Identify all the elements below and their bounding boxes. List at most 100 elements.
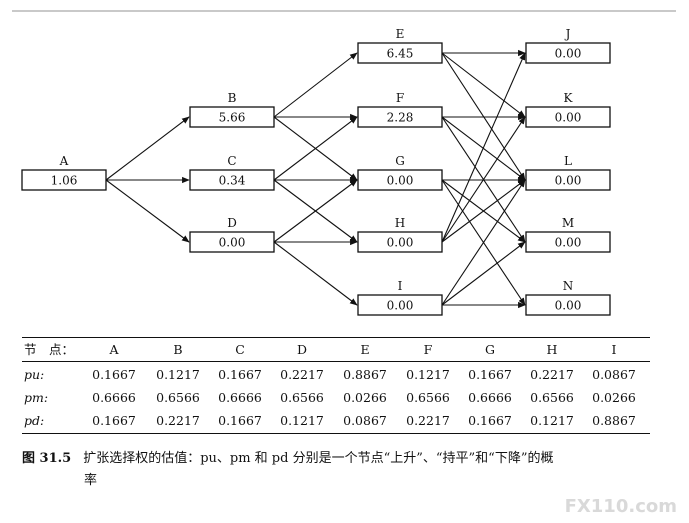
table-bottom-rule [22,433,650,434]
table-cell: 0.0867 [592,367,636,382]
edge-h-l [441,179,526,243]
node-box [525,169,611,191]
column-header-i: I [611,342,617,357]
table-cell: 0.6566 [530,390,574,405]
figure-number: 图 31.5 [22,451,72,466]
edge-a-d [105,179,190,243]
node-value: 0.00 [219,236,246,250]
node-label: D [227,216,237,230]
node-box [357,106,443,128]
node-label: C [227,154,236,168]
column-header-c: C [235,342,245,357]
table-cell: 0.1667 [218,367,262,382]
node-label: A [59,154,69,168]
caption-continuation: 率 [84,473,98,488]
table-cell: 0.6666 [92,390,136,405]
node-box [357,231,443,253]
edge-a-b [105,116,190,181]
edge-h-j [441,52,526,243]
node-label: F [396,91,404,105]
node-box [189,231,275,253]
table-cell: 0.6666 [468,390,512,405]
table-cell: 0.0867 [343,413,387,428]
column-header-h: H [546,342,558,357]
column-header-f: F [423,342,433,357]
column-header-b: B [173,342,183,357]
node-e: E6.45 [357,27,443,64]
node-n: N0.00 [525,279,611,316]
node-box [189,169,275,191]
table-cell: 0.2217 [280,367,324,382]
table-cell: 0.8867 [343,367,387,382]
node-value: 0.00 [387,174,414,188]
node-label: J [564,27,571,41]
node-h: H0.00 [357,216,443,253]
edge-i-l [441,179,526,306]
node-d: D 0.00 [189,216,275,253]
node-label: G [395,154,405,168]
edge-e-k [441,52,526,118]
node-value: 0.00 [387,236,414,250]
node-box [357,294,443,316]
node-value: 6.45 [387,47,414,61]
node-value: 0.00 [555,47,582,61]
node-label: N [563,279,574,293]
table-cell: 0.1217 [530,413,574,428]
column-header-e: E [360,342,370,357]
table-row: pm: 0.6666 0.6566 0.6666 0.6566 0.0266 0.6566 0… [22,387,650,409]
table-cell: 0.0266 [592,390,636,405]
node-label: K [564,91,574,105]
node-box [525,231,611,253]
node-value: 0.00 [555,174,582,188]
table-cell: 0.6666 [218,390,262,405]
node-box [189,106,275,128]
table-cell: 0.1667 [92,413,136,428]
table-cell: 0.1667 [218,413,262,428]
node-a: A 1.06 [21,154,107,191]
column-header-g: G [485,342,495,357]
node-value: 1.06 [51,174,78,188]
column-header-d: D [296,342,308,357]
table-cell: 0.1667 [92,367,136,382]
table-cell: 0.2217 [406,413,450,428]
node-value: 0.00 [387,299,414,313]
node-box [357,42,443,64]
table-cell: 0.1217 [280,413,324,428]
table-cell: 0.2217 [530,367,574,382]
node-label: I [398,279,403,293]
node-box [525,42,611,64]
node-l: L0.00 [525,154,611,191]
edge-d-g [273,179,358,243]
node-g: G 0.00 [357,154,443,191]
node-m: M0.00 [525,216,611,253]
table-cell: 0.6566 [406,390,450,405]
node-value: 0.00 [555,111,582,125]
edge-i-m [441,241,526,306]
node-box [525,106,611,128]
row-label: pm: [24,390,49,405]
table-cell: 0.1217 [406,367,450,382]
column-header-a: A [109,342,119,357]
table-cell: 0.8867 [592,413,636,428]
edge-c-f [273,116,358,181]
row-label: pu: [24,367,45,382]
table-header-rule [22,361,650,362]
node-k: K 0.00 [525,91,611,128]
node-i: I 0.00 [357,279,443,316]
table-cell: 0.6566 [280,390,324,405]
node-value: 5.66 [219,111,246,125]
node-b: B 5.66 [189,91,275,128]
table-cell: 0.1217 [156,367,200,382]
node-j: J 0.00 [525,27,611,64]
node-label: M [562,216,574,230]
table-cell: 0.6566 [156,390,200,405]
table-top-rule [22,337,650,338]
table-cell: 0.2217 [156,413,200,428]
node-label: B [228,91,237,105]
node-c: C0.34 [189,154,275,191]
table-cell: 0.0266 [343,390,387,405]
